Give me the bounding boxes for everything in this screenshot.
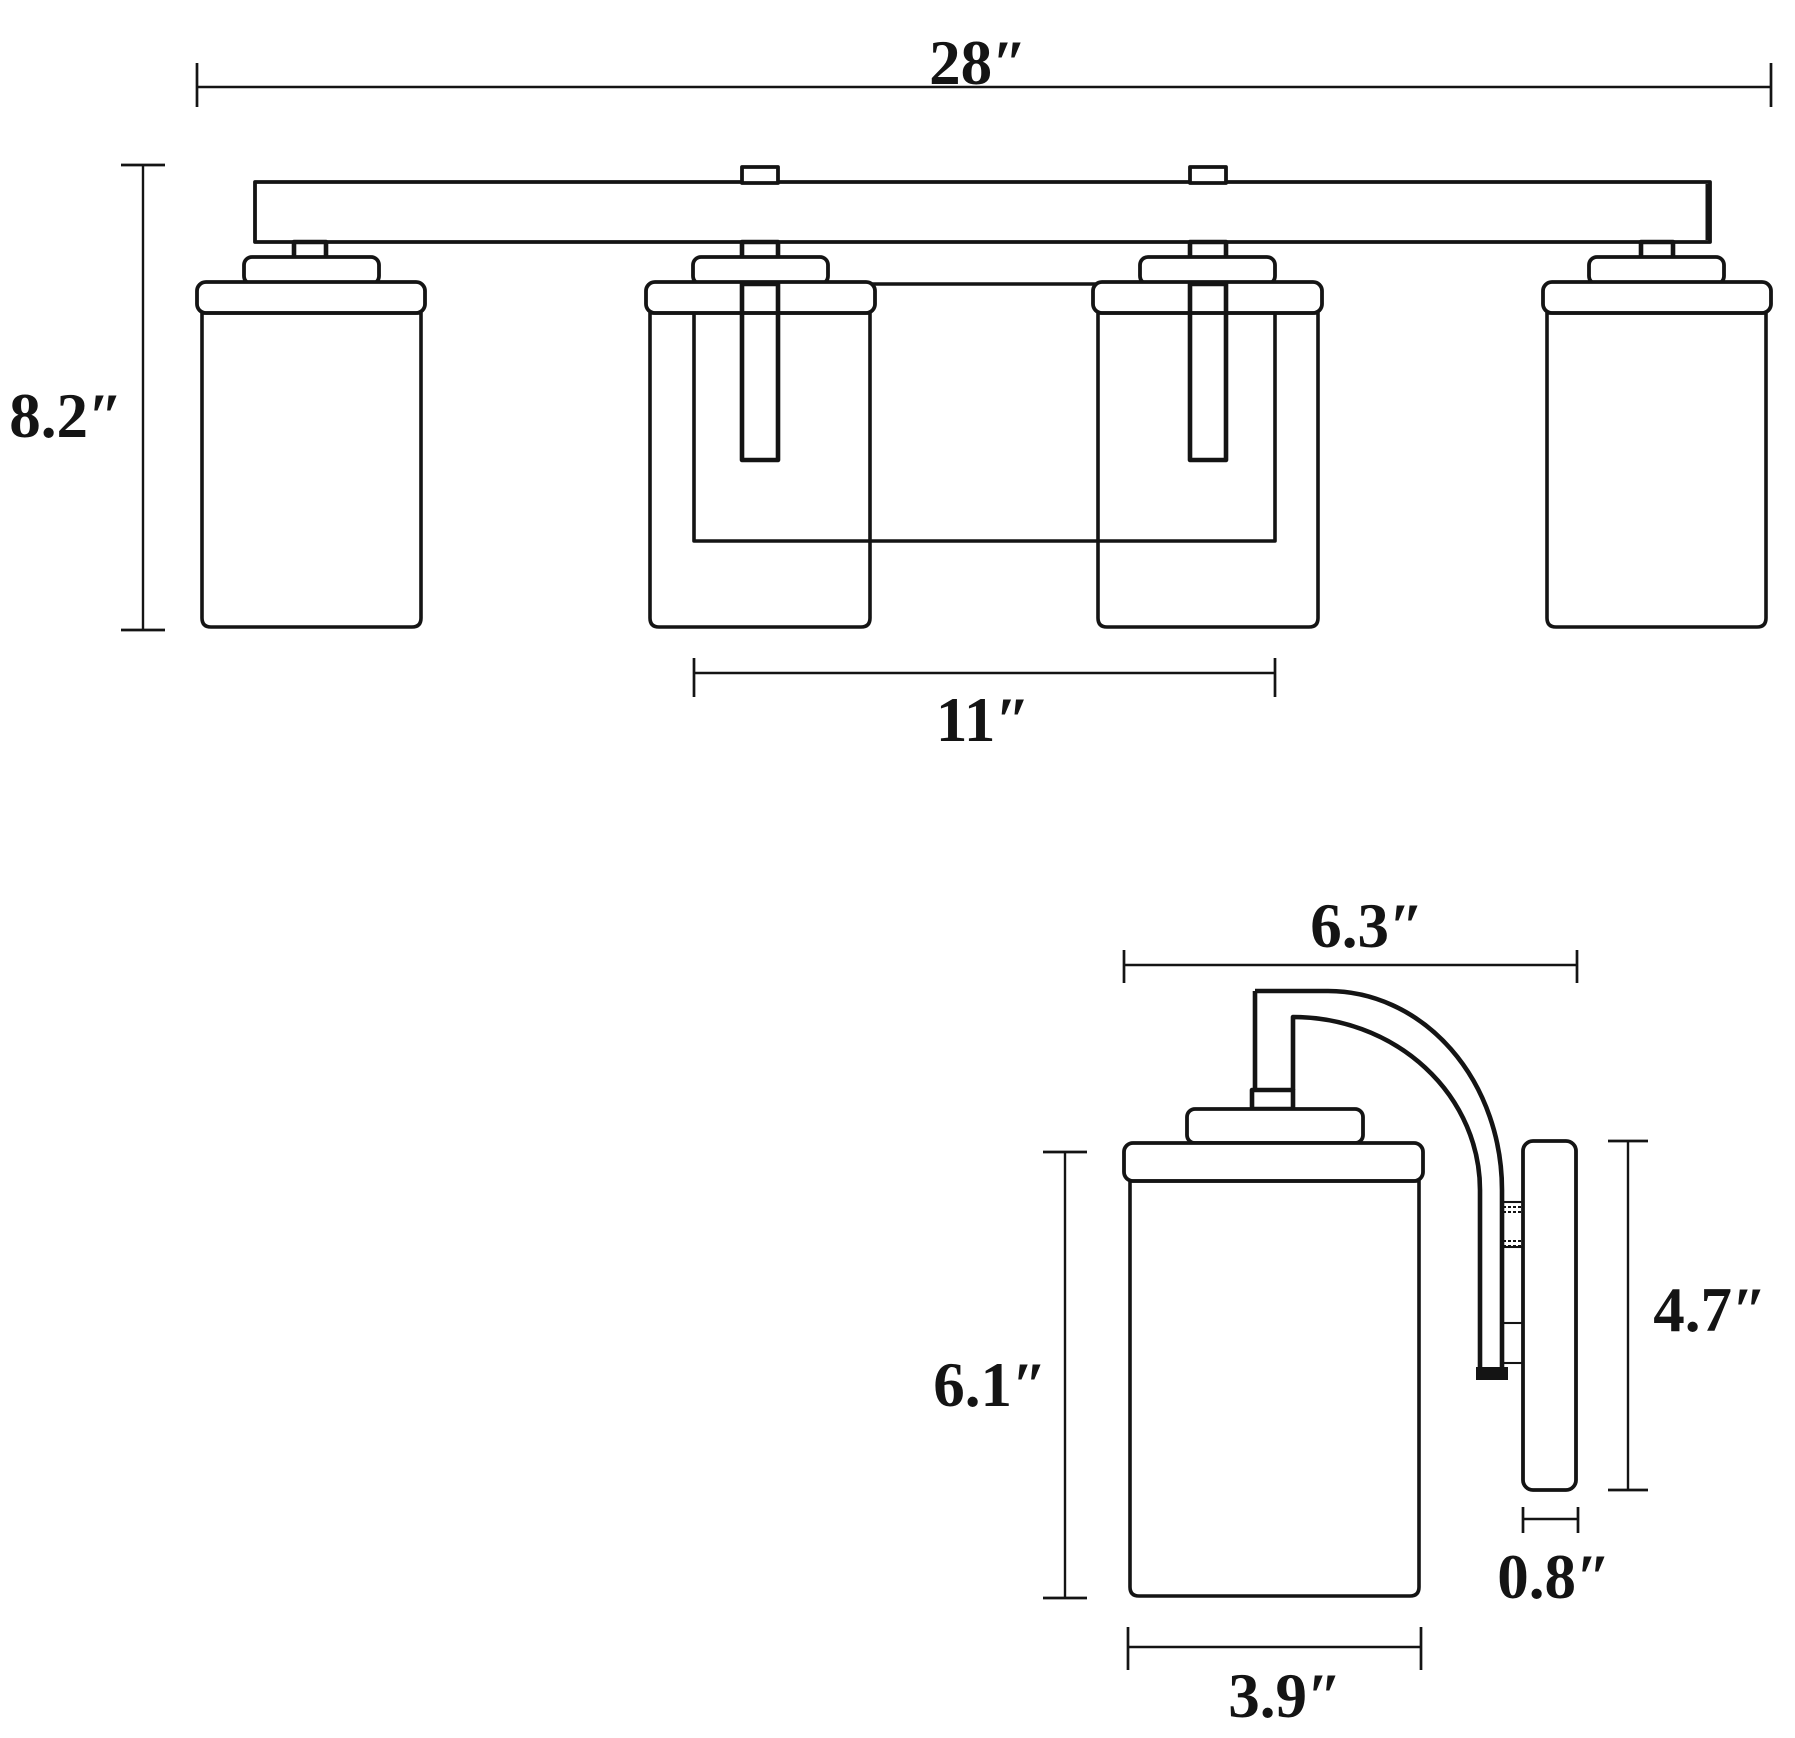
dim-overall-width-label: 28″ [929,28,1027,98]
dim-shade-diameter: 3.9″ [1126,1627,1423,1731]
shade-rim-4 [1541,280,1773,315]
dim-overall-height-label: 8.2″ [9,381,123,451]
lamp-cap-1 [242,255,381,286]
dim-shade-height-label: 6.1″ [933,1350,1047,1420]
dim-backplate-depth-label: 0.8″ [1497,1542,1611,1612]
side-shade-rim [1122,1141,1425,1183]
wall-backplate [692,282,1277,543]
lamp-cap-4 [1587,255,1726,286]
socket-tube-right [1187,281,1229,463]
dim-extension-depth-label: 6.3″ [1310,891,1424,961]
mount-nipple [1500,1200,1525,1249]
shade-rim-2 [644,280,877,315]
mounting-tab-left [740,165,780,185]
front-view: 28″ 8.2″ [9,28,1773,755]
glass-shade-1 [200,311,423,629]
arm-collar [1249,1087,1296,1112]
dim-backplate-height-label: 4.7″ [1653,1275,1767,1345]
glass-shade-3 [1096,311,1320,629]
glass-shade-2 [648,311,872,629]
dim-shade-diameter-label: 3.9″ [1228,1661,1342,1731]
dim-shade-height: 6.1″ [933,1150,1087,1600]
curved-arm-outer [1255,988,1505,1368]
curved-arm-inner [1290,1014,1483,1368]
mount-block [1500,1321,1525,1365]
socket-tube-left [739,281,781,463]
dim-backplate-height: 4.7″ [1608,1139,1767,1492]
side-glass-shade [1128,1179,1421,1598]
lamp-cap-3 [1138,255,1277,286]
lamp-cap-2 [691,255,830,286]
dim-backplate-width-label: 11″ [936,685,1030,755]
arm-foot [1476,1367,1508,1380]
shade-rim-3 [1091,280,1324,315]
shade-rim-1 [195,280,427,315]
mounting-tab-right [1188,165,1228,185]
side-lamp-cap [1185,1107,1365,1145]
side-view: 6.3″ 4.7″ [933,891,1767,1731]
dim-overall-width: 28″ [195,28,1773,107]
dim-overall-height: 8.2″ [9,163,165,632]
wall-plate-profile [1521,1139,1578,1492]
dim-backplate-width: 11″ [692,658,1277,755]
fixture-bar [253,180,1712,244]
glass-shade-4 [1545,311,1768,629]
mounting-hardware [1476,1200,1525,1380]
dim-backplate-depth: 0.8″ [1497,1507,1611,1612]
dim-extension-depth: 6.3″ [1122,891,1579,983]
